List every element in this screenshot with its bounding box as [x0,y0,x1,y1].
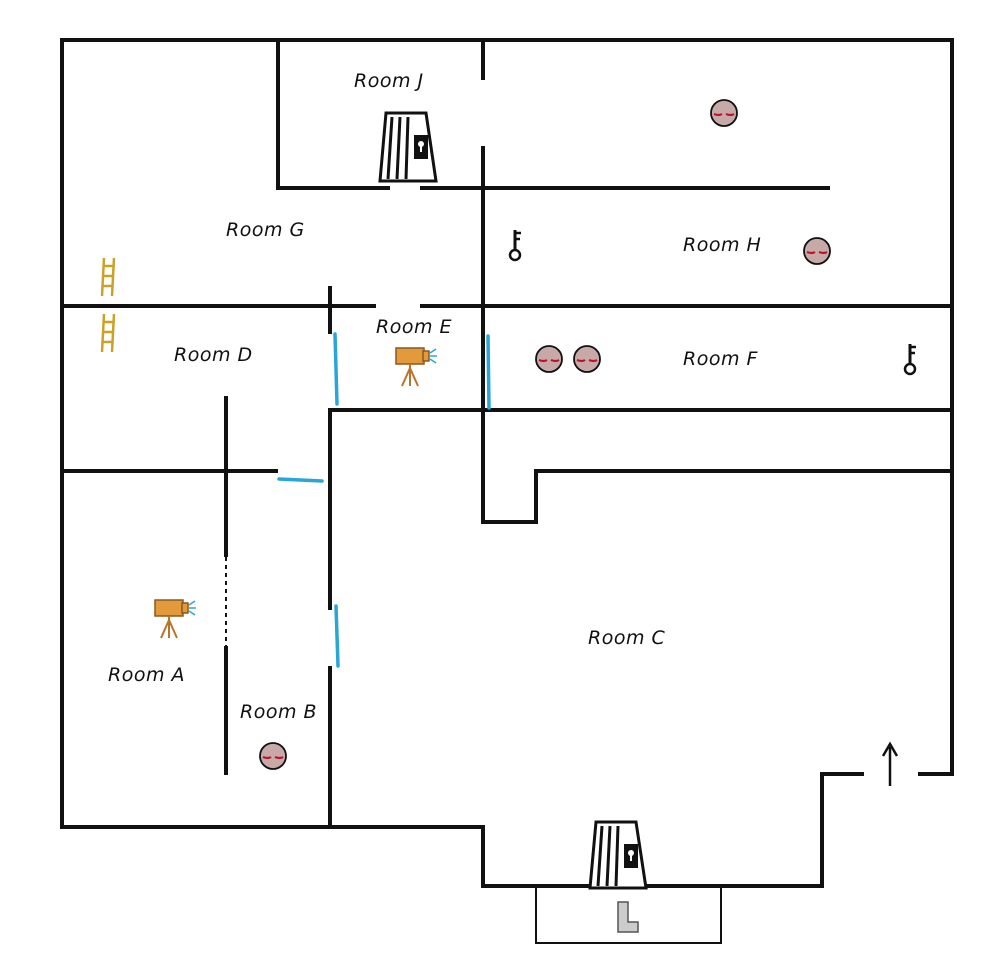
room-label-f: Room F [683,348,758,370]
room-label-a: Room A [108,664,185,686]
enemy-guard-icon[interactable] [803,237,831,265]
enemy-guard-icon[interactable] [535,345,563,373]
blue-doors [277,332,491,668]
room-label-b: Room B [240,701,318,723]
arrow-up-icon[interactable] [881,741,899,786]
enemy-guard-icon[interactable] [259,742,287,770]
enemy-guard-icon[interactable] [710,99,738,127]
exit-block-icon[interactable] [617,901,639,933]
room-label-d: Room D [174,344,253,366]
locked-gate-icon[interactable] [378,111,438,183]
room-label-e: Room E [376,316,453,338]
key-icon[interactable] [903,344,917,376]
room-label-c: Room C [588,627,666,649]
security-camera-icon[interactable] [395,347,437,387]
walls [60,38,954,944]
room-label-h: Room H [683,234,762,256]
room-label-j: Room J [354,70,424,92]
enemy-guard-icon[interactable] [573,345,601,373]
security-camera-icon[interactable] [154,599,196,639]
key-icon[interactable] [508,230,522,262]
locked-gate-icon[interactable] [588,820,648,890]
ladder-icon[interactable] [100,257,116,297]
room-label-g: Room G [226,219,305,241]
ladder-icon[interactable] [100,313,116,353]
